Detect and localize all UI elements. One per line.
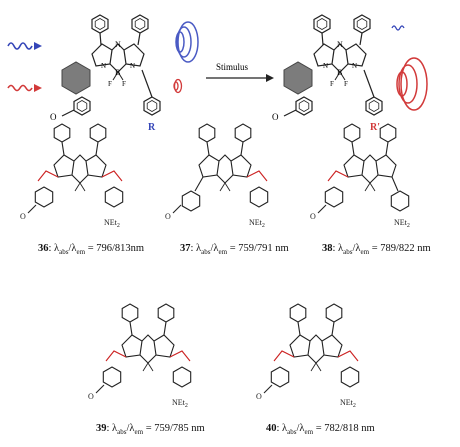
caption-37: 37: λabs/λem = 759/791 nm (180, 243, 289, 256)
compound-40-amine: NEt2 (340, 398, 356, 409)
caption-40-sep: : λ (276, 423, 288, 434)
compound-36-amine: NEt2 (104, 218, 120, 229)
compound-39-amine: NEt2 (172, 398, 188, 409)
top-right-n-right: N (352, 62, 357, 70)
caption-39-em: em (134, 428, 144, 437)
compound-39-structure: O NEt2 (88, 303, 192, 409)
top-left-n-bridge: N (115, 40, 121, 49)
top-right-methoxy-o: O (272, 112, 279, 122)
caption-38-sep: : λ (332, 243, 344, 254)
compound-37-structure: O NEt2 (165, 123, 269, 229)
caption-36: 36: λabs/λem = 796/813nm (38, 243, 144, 256)
caption-40-value: = 782/818 nm (313, 423, 375, 434)
top-left-f2: F (122, 80, 126, 88)
top-right-molecule: O R' N B F F N N (272, 14, 428, 133)
stimulus-label: Stimulus (216, 62, 249, 72)
fused-ring-highlight-right (283, 61, 313, 95)
compound-number-36: 36 (38, 243, 49, 254)
caption-37-value: = 759/791 nm (227, 243, 289, 254)
fused-ring-highlight (61, 61, 91, 95)
caption-36-value: = 796/813nm (85, 243, 145, 254)
caption-39-value: = 759/785 nm (143, 423, 205, 434)
compound-number-37: 37 (180, 243, 191, 254)
caption-40-em: em (304, 428, 314, 437)
caption-40-abs: abs (287, 428, 297, 437)
caption-38-em: em (360, 248, 370, 257)
compound-36-amine-sub: 2 (117, 223, 120, 229)
caption-37-slash: /λ (210, 243, 219, 254)
top-left-f1: F (108, 80, 112, 88)
blue-excitation-wave (7, 42, 33, 50)
top-right-n-left: N (323, 62, 328, 70)
caption-37-abs: abs (201, 248, 211, 257)
top-left-b: B (115, 68, 120, 77)
compound-38-amine: NEt2 (394, 218, 410, 229)
compound-39-amine-sub: 2 (185, 403, 188, 409)
red-emission-rings (173, 78, 183, 94)
compound-number-38: 38 (322, 243, 333, 254)
caption-36-abs: abs (59, 248, 69, 257)
compound-40-amine-sub: 2 (353, 403, 356, 409)
top-left-n-right: N (130, 62, 135, 70)
top-left-r-label: R (148, 122, 156, 133)
compound-38-methoxy-o: O (310, 212, 316, 221)
caption-40: 40: λabs/λem = 782/818 nm (266, 423, 375, 436)
top-right-f1: F (330, 80, 334, 88)
caption-38-slash: /λ (352, 243, 361, 254)
compound-number-39: 39 (96, 423, 107, 434)
top-right-n-bridge: N (337, 40, 343, 49)
compound-39-methoxy-o: O (88, 392, 94, 401)
compound-38-amine-sub: 2 (407, 223, 410, 229)
caption-38: 38: λabs/λem = 789/822 nm (322, 243, 431, 256)
top-right-r-label: R' (370, 122, 380, 133)
caption-40-slash: /λ (296, 423, 305, 434)
caption-39: 39: λabs/λem = 759/785 nm (96, 423, 205, 436)
compound-38-structure: O NEt2 (310, 123, 410, 229)
caption-39-slash: /λ (126, 423, 135, 434)
blue-emission-wave-small (391, 25, 405, 31)
caption-39-sep: : λ (106, 423, 118, 434)
top-left-methoxy-o: O (50, 112, 57, 122)
caption-38-abs: abs (343, 248, 353, 257)
caption-36-sep: : λ (48, 243, 60, 254)
caption-36-em: em (76, 248, 86, 257)
compound-40-methoxy-o: O (256, 392, 262, 401)
caption-36-slash: /λ (68, 243, 77, 254)
stimulus-arrow: Stimulus (206, 62, 274, 82)
caption-38-value: = 789/822 nm (369, 243, 431, 254)
compound-37-amine-sub: 2 (262, 223, 265, 229)
compound-37-methoxy-o: O (165, 212, 171, 221)
caption-37-sep: : λ (190, 243, 202, 254)
red-emission-rings-large (396, 57, 428, 111)
compound-36-methoxy-o: O (20, 212, 26, 221)
red-excitation-wave (7, 84, 33, 92)
top-left-n-left: N (101, 62, 106, 70)
caption-37-em: em (218, 248, 228, 257)
caption-39-abs: abs (117, 428, 127, 437)
compound-37-amine: NEt2 (249, 218, 265, 229)
compound-40-structure: O NEt2 (256, 303, 360, 409)
compound-36-structure: O NEt2 (20, 123, 124, 229)
compound-number-40: 40 (266, 423, 277, 434)
top-right-b: B (337, 68, 342, 77)
top-left-molecule: O R N B F F N N (7, 14, 199, 133)
blue-emission-rings (175, 21, 199, 63)
top-right-f2: F (344, 80, 348, 88)
